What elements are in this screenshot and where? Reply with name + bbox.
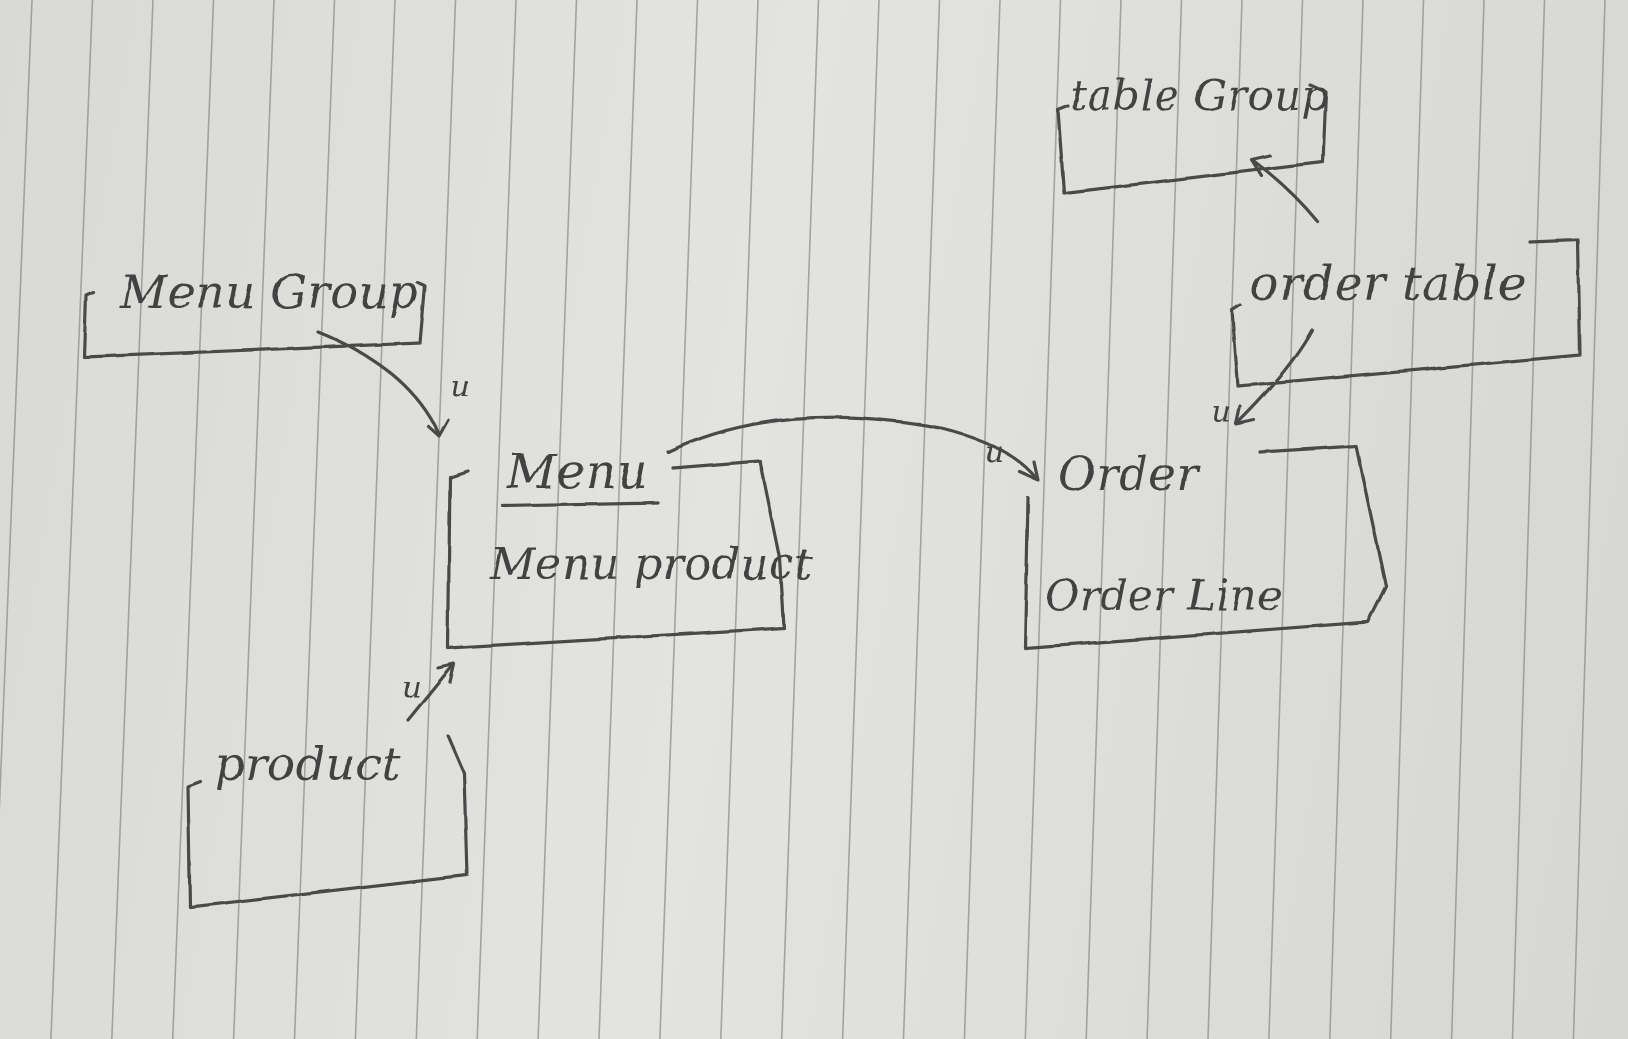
ruled-line — [1268, 0, 1304, 1039]
relation-marker: u — [450, 369, 470, 404]
product-box: product — [186, 734, 469, 909]
relation-marker: u — [1212, 395, 1232, 430]
ruled-line — [1085, 0, 1122, 1039]
product-label: product — [215, 737, 401, 791]
ruled-line — [232, 0, 275, 1039]
ruled-line — [415, 0, 457, 1039]
ruled-line — [1450, 0, 1485, 1039]
order-line-label: Order Line — [1045, 571, 1283, 620]
table-group-box: table Group — [1056, 71, 1329, 195]
ruled-line — [50, 0, 94, 1039]
ruled-line — [537, 0, 578, 1039]
ruled-line — [171, 0, 215, 1039]
ruled-line — [598, 0, 638, 1039]
ruled-line — [111, 0, 154, 1039]
menu-group-label: Menu Group — [119, 265, 419, 319]
relation-order-table-to-order: u — [1212, 328, 1314, 430]
relation-marker: u — [402, 670, 422, 705]
relation-menu-group-to-menu: u — [316, 330, 470, 438]
ruled-line — [1146, 0, 1183, 1039]
ruled-line — [841, 0, 880, 1039]
relation-product-to-menu: u — [402, 662, 456, 722]
menu-label: Menu — [506, 444, 648, 500]
menu-product-label: Menu product — [489, 539, 812, 590]
relation-menu-to-order: u — [666, 415, 1040, 482]
ruled-line — [780, 0, 820, 1039]
order-label: Order — [1058, 447, 1201, 501]
ruled-line — [1511, 0, 1546, 1039]
ruled-line — [476, 0, 517, 1039]
ruled-line — [354, 0, 396, 1039]
order-box: Order Order Line — [1023, 444, 1388, 650]
ruled-line — [1024, 0, 1062, 1039]
ruled-line — [902, 0, 941, 1039]
ruled-line — [963, 0, 1001, 1039]
ruled-line — [659, 0, 699, 1039]
ruled-line — [1329, 0, 1364, 1039]
menu-label-underline — [501, 501, 660, 508]
ruled-line — [720, 0, 759, 1039]
ruled-line — [1572, 0, 1606, 1039]
table-group-label: table Group — [1070, 71, 1329, 120]
relation-order-table-to-table-group — [1250, 154, 1320, 224]
order-table-label: order table — [1250, 256, 1527, 312]
order-table-box: order table — [1230, 238, 1582, 388]
ruled-line — [0, 0, 33, 812]
ruled-line — [1389, 0, 1425, 1039]
menu-box: Menu Menu product — [446, 444, 812, 650]
ruled-line — [293, 0, 336, 1039]
menu-group-box: Menu Group — [82, 265, 427, 359]
relation-marker: u — [985, 435, 1005, 470]
